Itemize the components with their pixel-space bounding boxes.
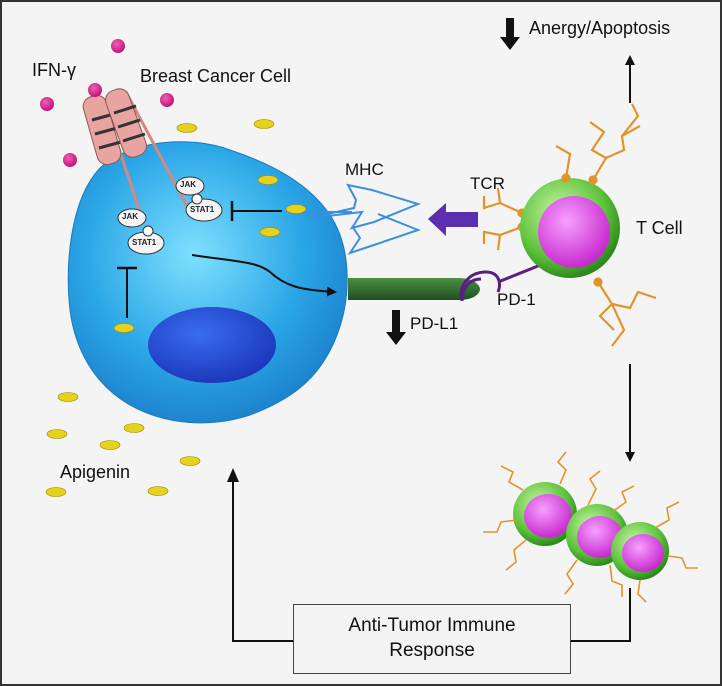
response-flow-line bbox=[232, 480, 631, 642]
pd1-fork bbox=[460, 277, 482, 302]
apigenin-label: Apigenin bbox=[60, 462, 131, 482]
signaling-arrow bbox=[191, 254, 337, 297]
breast-cancer-cell-label: Breast Cancer Cell bbox=[140, 66, 292, 86]
stat1-label-left: STAT1 bbox=[132, 238, 157, 247]
pdl1-protein bbox=[348, 278, 480, 300]
jak-stat1-complex-right bbox=[175, 176, 223, 222]
down-arrow-anergy bbox=[500, 18, 520, 50]
t-cell-label: T Cell bbox=[636, 218, 683, 238]
apigenin-inhibition-inner bbox=[117, 266, 137, 318]
jak-label-left: JAK bbox=[122, 212, 139, 221]
t-cell-nucleus bbox=[538, 196, 610, 268]
t-cell-spikes bbox=[555, 103, 657, 347]
purple-arrow bbox=[428, 203, 478, 236]
anti-tumor-line1: Anti-Tumor Immune bbox=[348, 615, 516, 636]
response-arrowhead bbox=[227, 468, 239, 482]
apigenin-molecules bbox=[45, 119, 307, 497]
nucleus bbox=[148, 307, 276, 383]
anti-tumor-response-box: Anti-Tumor Immune Response bbox=[293, 604, 571, 674]
apigenin-inhibition-stat1 bbox=[230, 201, 282, 221]
ifn-gamma-label: IFN-γ bbox=[32, 60, 76, 80]
mhc-complex bbox=[302, 183, 421, 255]
jak-stat1-complex-left bbox=[117, 208, 165, 255]
activated-t-cells bbox=[483, 451, 698, 603]
tcr-label: TCR bbox=[470, 174, 505, 193]
pd1-label: PD-1 bbox=[497, 290, 536, 309]
anergy-apoptosis-label: Anergy/Apoptosis bbox=[529, 18, 671, 38]
stat1-label-right: STAT1 bbox=[190, 205, 215, 214]
ifn-gamma-particles bbox=[40, 39, 174, 167]
jak-label-right: JAK bbox=[180, 180, 197, 189]
anti-tumor-line2: Response bbox=[389, 640, 475, 661]
down-arrow-pdl1 bbox=[386, 310, 406, 345]
pdl1-label: PD-L1 bbox=[410, 314, 459, 333]
mhc-label: MHC bbox=[345, 160, 384, 179]
